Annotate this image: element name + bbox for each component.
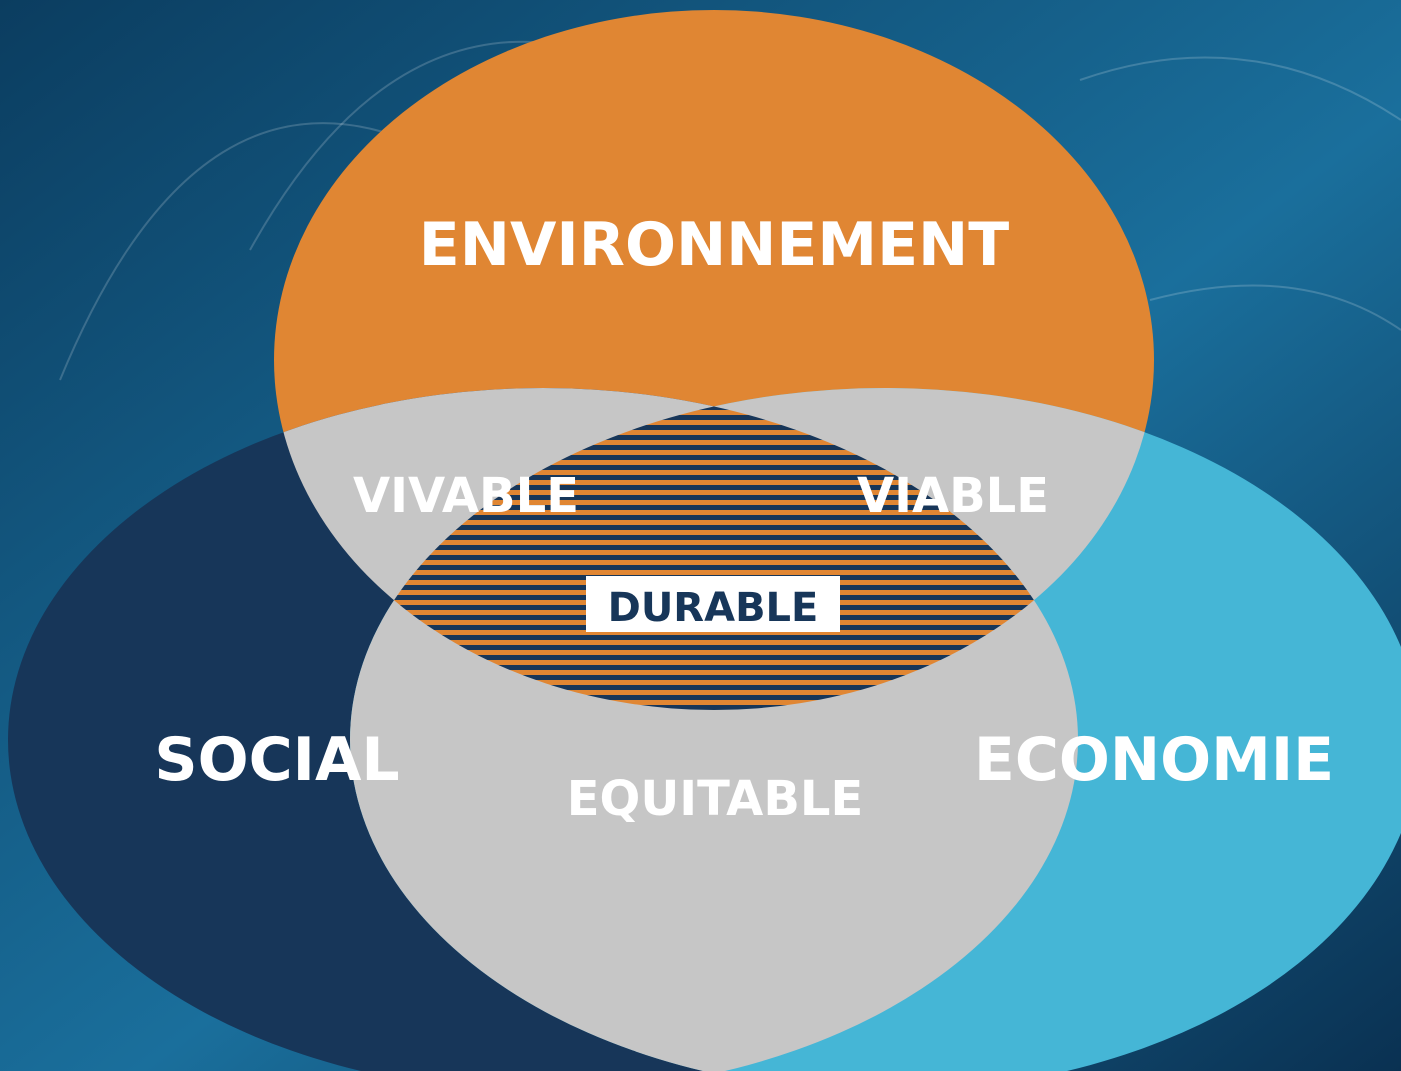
- label-durable: DURABLE: [608, 585, 819, 631]
- label-economie: ECONOMIE: [974, 725, 1334, 795]
- durable-label-box: [586, 576, 840, 632]
- label-viable: VIABLE: [857, 468, 1049, 524]
- intersection-durable: [350, 388, 1078, 710]
- label-vivable: VIVABLE: [353, 468, 579, 524]
- background-decoration: [59, 40, 1401, 381]
- label-social: SOCIAL: [154, 725, 399, 795]
- label-equitable: EQUITABLE: [567, 771, 864, 827]
- label-environnement: ENVIRONNEMENT: [419, 210, 1009, 280]
